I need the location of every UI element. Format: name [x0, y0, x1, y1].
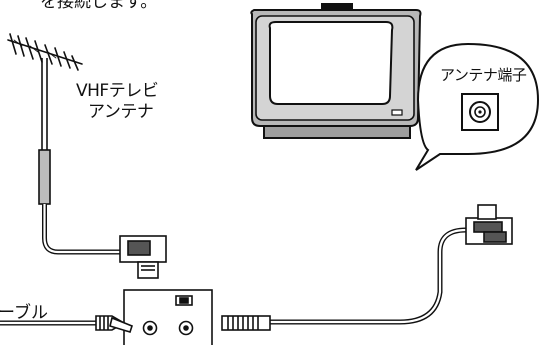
- antenna-terminal-bubble: [415, 42, 540, 171]
- wall-outlet: [123, 289, 213, 345]
- antenna-adapter: [119, 235, 167, 279]
- caption-top: を接続します。: [40, 0, 158, 12]
- antenna-terminal-label: アンテナ端子: [440, 66, 527, 84]
- antenna-feeder-cable: [42, 204, 120, 255]
- vhf-antenna: [7, 33, 83, 71]
- coax-plug: [221, 315, 271, 331]
- television: [250, 3, 422, 139]
- vhf-antenna-label-line2: アンテナ: [88, 102, 154, 122]
- tv-side-adapter: [465, 204, 513, 245]
- tv-coax-cable: [270, 227, 467, 325]
- antenna-mast: [38, 58, 51, 205]
- cable-label: ーブル: [0, 303, 48, 323]
- vhf-antenna-label-line1: VHFテレビ: [76, 81, 159, 101]
- left-coax-cable: [0, 315, 133, 333]
